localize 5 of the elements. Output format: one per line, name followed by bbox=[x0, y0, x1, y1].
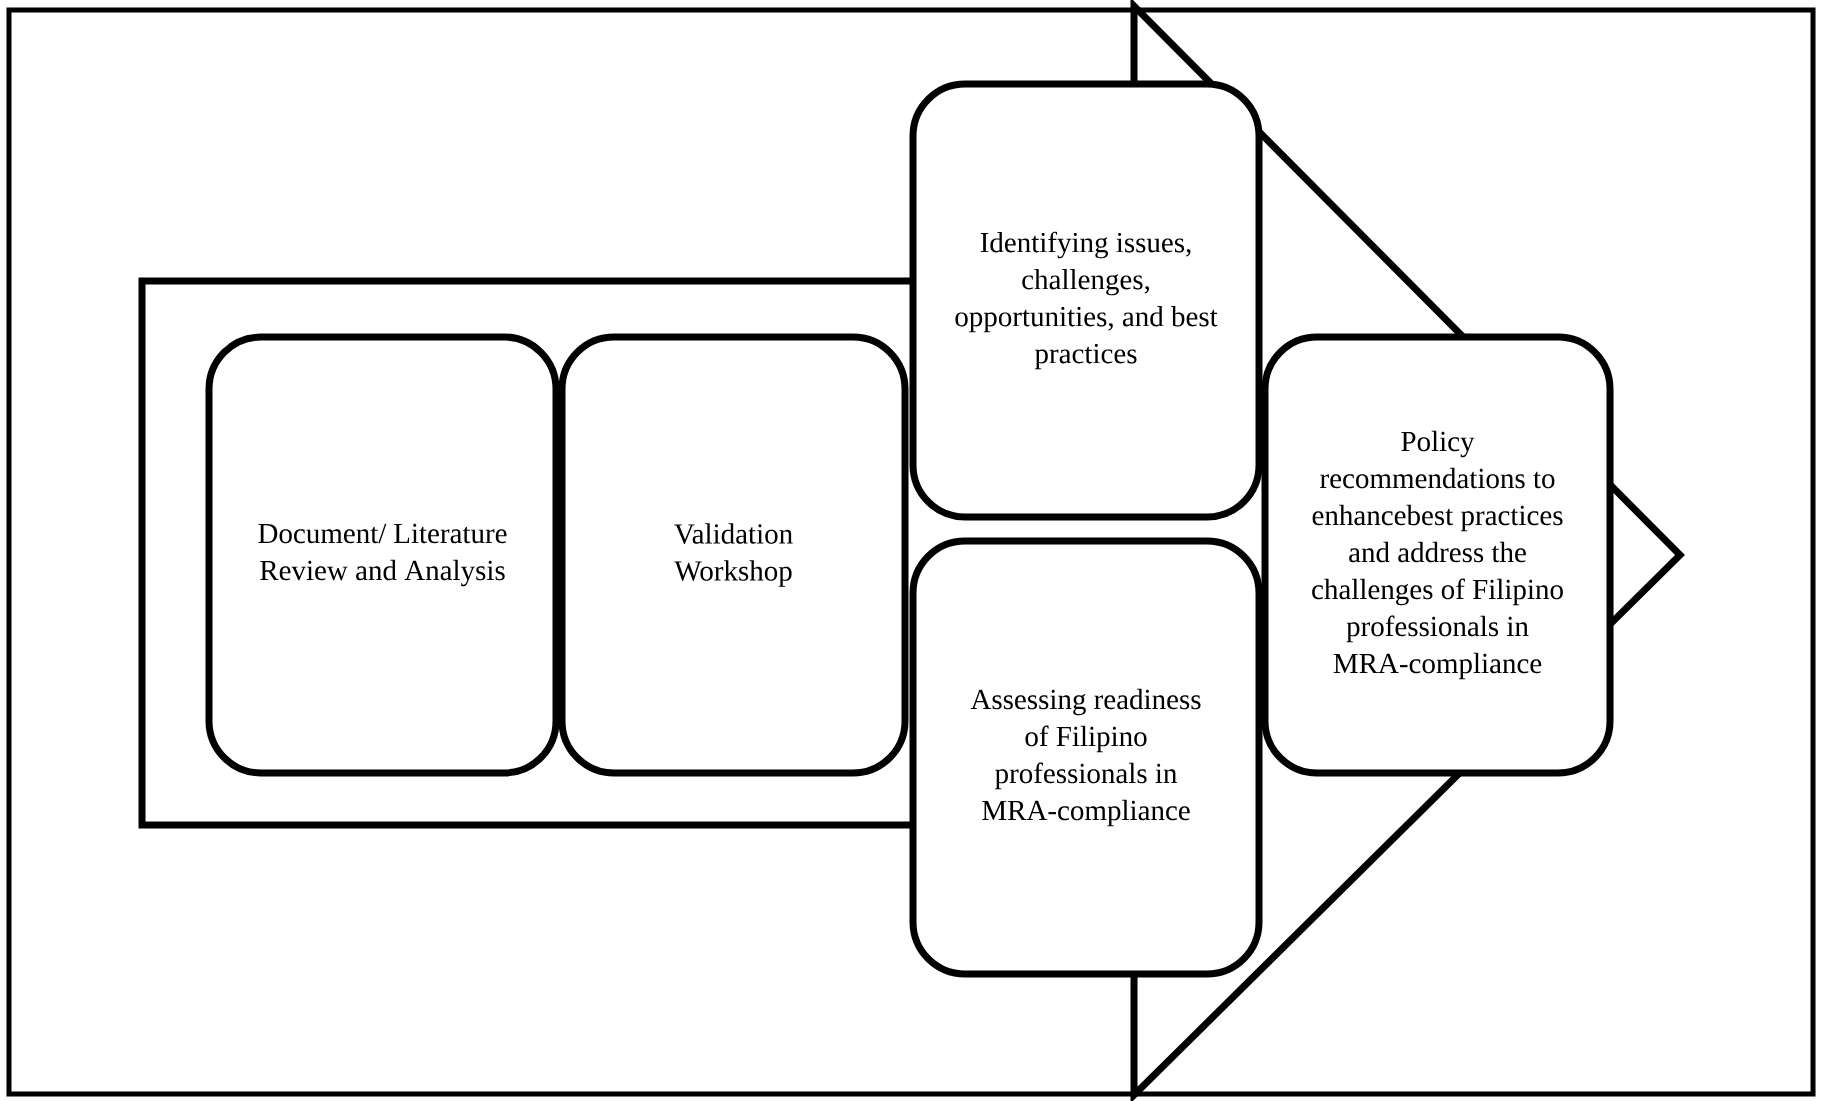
process-box: Assessing readiness of Filipino professionals in MRA-compliance bbox=[909, 537, 1263, 978]
process-box: Validation Workshop bbox=[558, 333, 909, 777]
process-box: Identifying issues, challenges, opportunities, and best practices bbox=[909, 80, 1263, 521]
process-box: Document/ Literature Review and Analysis bbox=[205, 333, 560, 777]
process-box: Policy recommendations to enhancebest practices and address the challenges of Filipino professionals in MRA-compliance bbox=[1261, 333, 1614, 777]
